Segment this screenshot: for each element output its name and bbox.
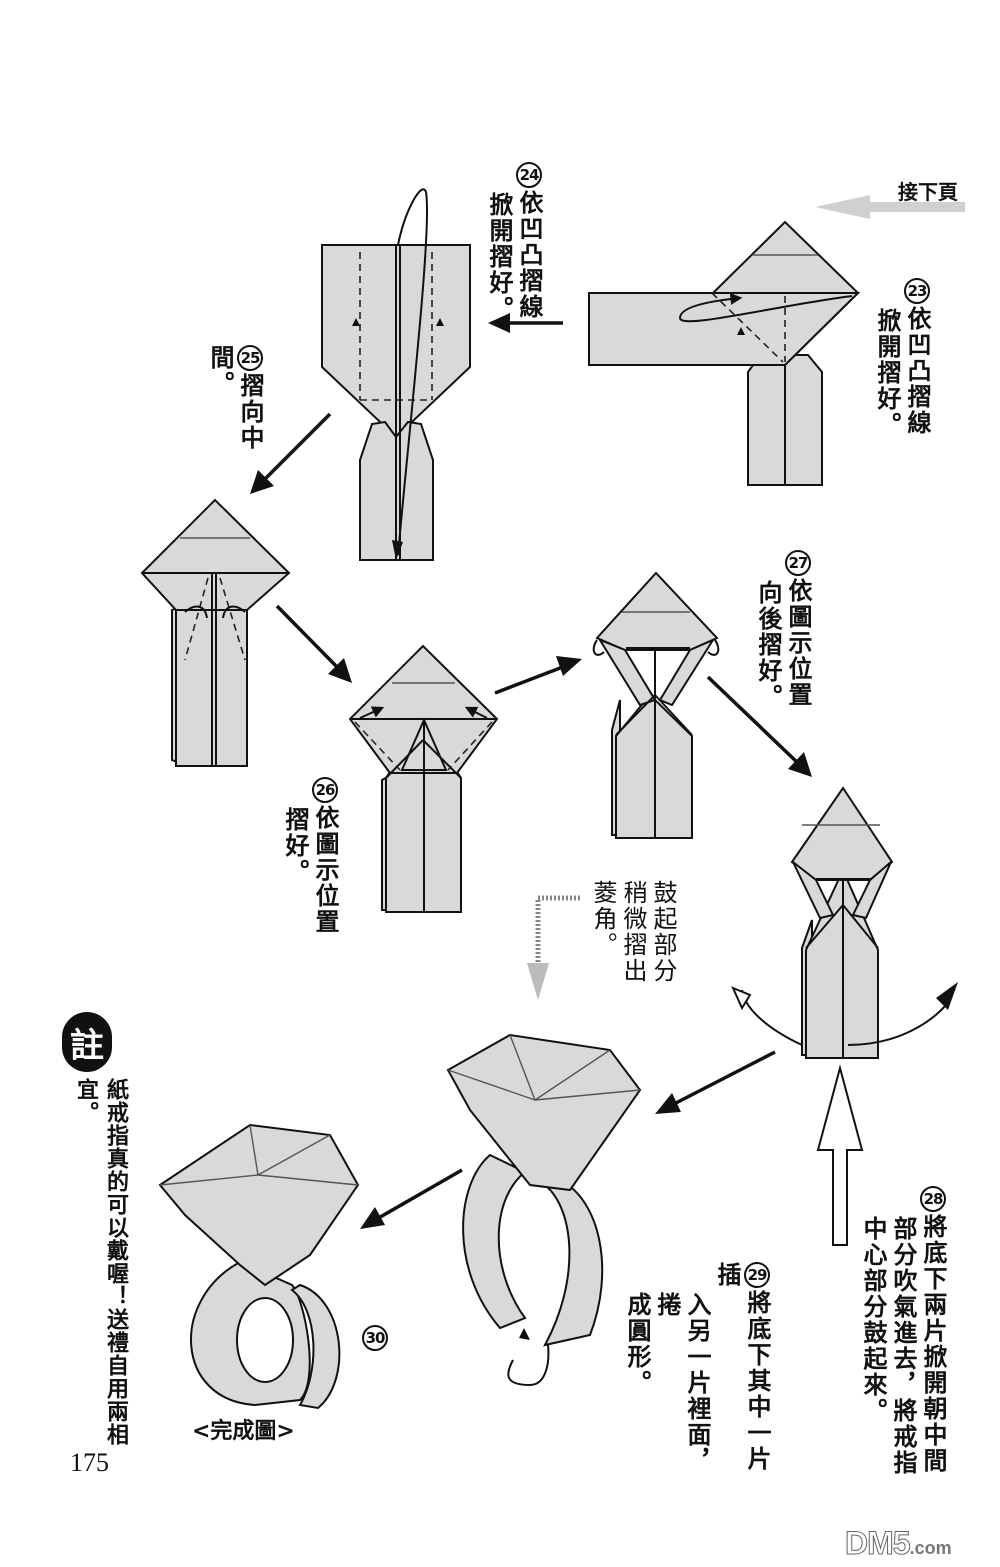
step-27-number: 27: [785, 550, 811, 576]
step-30-figure: [158, 1123, 360, 1410]
finished-figure-label: <完成圖>: [192, 1419, 295, 1444]
step-24-instruction: 24依凹凸摺線 掀開摺好。: [484, 162, 544, 322]
step-26-number: 26: [312, 777, 338, 803]
step-27-instruction: 27依圖示位置 向後摺好。: [753, 550, 813, 710]
step-23-figure: [588, 220, 861, 486]
continue-next-page-label: 接下頁: [898, 180, 958, 204]
flow-arrow-icon: [655, 1050, 776, 1114]
blow-air-arrow-icon: [816, 1064, 864, 1246]
step-29-number: 29: [744, 1262, 770, 1288]
page-number: 175: [70, 1448, 109, 1477]
step-25-instruction: 25摺向中間。: [206, 345, 264, 451]
dotted-arrow-icon: [527, 895, 580, 1000]
step-23-instruction: 23依凹凸摺線 掀開摺好。: [872, 278, 932, 448]
step-27-figure: [592, 571, 720, 839]
flow-arrow-icon: [275, 604, 352, 683]
step-28-instruction: 28將底下兩片掀開朝中間 部分吹氣進去，將戒指 中心部分鼓起來。: [858, 1186, 948, 1476]
site-watermark-logo: DM5.com: [845, 1525, 952, 1562]
flow-arrow-icon: [488, 313, 563, 333]
step-28-number: 28: [920, 1186, 946, 1212]
continue-arrow-icon: [815, 195, 965, 219]
flow-arrow-icon: [250, 412, 332, 494]
step-24-number: 24: [516, 162, 542, 188]
step-29-instruction: 29將底下其中一片插 入另一片裡面，捲 成圓形。: [623, 1262, 771, 1474]
step-24-figure: [321, 188, 471, 561]
shape-tip-note: 鼓起部分 稍微摺出 菱角。: [589, 880, 677, 984]
step-26-instruction: 26依圖示位置 摺好。: [280, 777, 340, 937]
step-23-number: 23: [904, 278, 930, 304]
step-29-figure: [446, 1033, 642, 1387]
flow-arrow-icon: [494, 656, 582, 695]
note-badge: 註: [62, 1012, 112, 1072]
note-text: 紙戒指真的可以戴喔！送禮自用兩相宜。: [73, 1078, 128, 1446]
step-30-number: 30: [362, 1325, 388, 1351]
step-25-figure: [140, 498, 291, 767]
step-25-number: 25: [237, 345, 263, 371]
step-28-figure: [731, 786, 958, 1059]
flow-arrow-icon: [360, 1168, 463, 1229]
flow-arrow-icon: [706, 675, 812, 777]
step-26-figure: [348, 644, 499, 913]
